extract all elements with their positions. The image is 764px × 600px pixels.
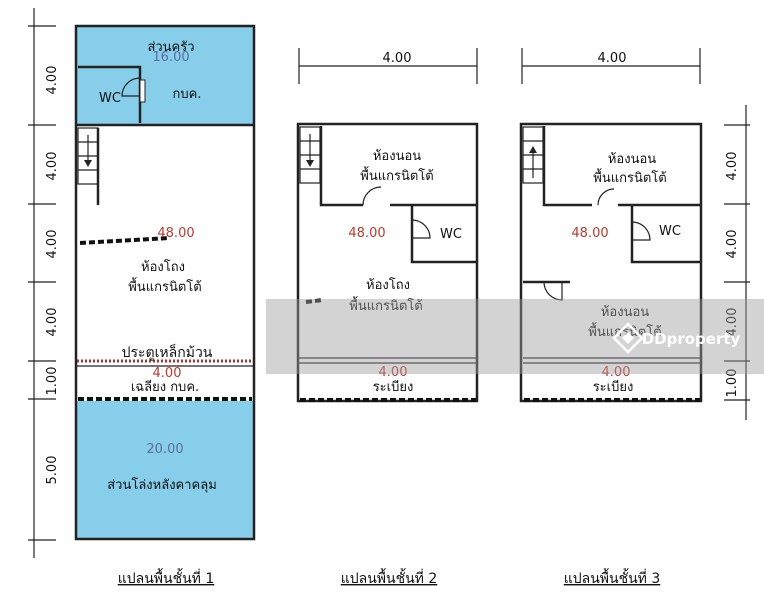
watermark-band xyxy=(266,299,764,374)
floor3-wc-label: WC xyxy=(659,224,681,239)
left-dim-5: 1.00 xyxy=(45,367,60,396)
floor1-back-area: 20.00 xyxy=(146,442,183,457)
left-dim-3: 4.00 xyxy=(45,230,60,259)
floor3-area: 48.00 xyxy=(571,226,608,241)
floor3-bedroom1-line1: ห้องนอน xyxy=(608,152,656,167)
floor1-caption: แปลนพื้นชั้นที่ 1 xyxy=(118,568,215,587)
floor1-kitchen-area: 16.00 xyxy=(152,50,189,65)
floor1-roller-door-label: ประตูเหล็กม้วน xyxy=(122,343,213,361)
floor2-balcony-width: 4.00 xyxy=(379,365,408,380)
floor3-caption: แปลนพื้นชั้นที่ 3 xyxy=(564,568,661,587)
floor3-plan: 4.00 ห้องนอน พื้นแกรนิตโต้ 48.00 WC ห้อง… xyxy=(519,48,703,587)
floor3-bedroom2-line1: ห้องนอน xyxy=(601,305,649,320)
floor1-main-area: 48.00 xyxy=(157,226,194,241)
right-dim-3: 4.00 xyxy=(725,308,740,337)
floor1-stairs-icon xyxy=(77,127,100,205)
floor1-closet-label: กบค. xyxy=(173,87,202,102)
floor1-kitchen-fill xyxy=(77,27,254,125)
right-dim-1: 4.00 xyxy=(725,152,740,181)
floor1-wc-label: WC xyxy=(99,91,121,106)
left-dim-1: 4.00 xyxy=(45,66,60,95)
watermark: DDproperty xyxy=(266,299,764,374)
floor1-back-label: ส่วนโล่งหลังคาคลุม xyxy=(107,477,217,493)
floor1-plan: ส่วนครัว 16.00 WC กบค. 48.00 ห้องโถง พื้… xyxy=(74,24,256,587)
floor3-width-dim: 4.00 xyxy=(598,51,627,66)
floor1-canopy-label: เฉลียง กบค. xyxy=(131,379,199,395)
ddproperty-logo-icon xyxy=(612,322,644,354)
floor2-bedroom-line1: ห้องนอน xyxy=(373,149,421,164)
floor3-stairs-icon xyxy=(522,126,544,184)
left-dim-4: 4.00 xyxy=(45,308,60,337)
floor1-main-room-line2: พื้นแกรนิตโต้ xyxy=(128,277,201,295)
floor3-bedroom2-line2: พื้นแกรนิตโต้ xyxy=(588,322,661,340)
left-dimension-line: 4.00 4.00 4.00 4.00 1.00 5.00 xyxy=(28,8,60,558)
floor2-width-dim: 4.00 xyxy=(383,51,412,66)
floor3-bedroom1-line2: พื้นแกรนิตโต้ xyxy=(593,168,666,186)
left-dim-2: 4.00 xyxy=(45,152,60,181)
right-dimension-line: 4.00 4.00 4.00 1.00 xyxy=(724,105,750,420)
floor2-bedroom-line2: พื้นแกรนิตโต้ xyxy=(360,166,433,184)
watermark-brand: DDproperty xyxy=(642,330,741,348)
floor1-main-room-line1: ห้องโถง xyxy=(141,259,185,275)
floor2-stairs-icon xyxy=(299,126,321,184)
floor2-balcony-label: ระเบียง xyxy=(373,379,414,395)
floor2-area: 48.00 xyxy=(348,226,385,241)
floor3-balcony-width: 4.00 xyxy=(602,365,631,380)
floor2-hall-line2: พื้นแกรนิตโต้ xyxy=(349,296,422,314)
floor2-plan: 4.00 ห้องนอน พื้นแกรนิตโต้ 48.00 WC ห้อง… xyxy=(296,48,479,587)
floor3-balcony-label: ระเบียง xyxy=(593,379,634,395)
floor1-kitchen-label: ส่วนครัว xyxy=(147,40,194,55)
right-dim-2: 4.00 xyxy=(725,230,740,259)
floor1-back-fill xyxy=(77,401,254,539)
right-dim-4: 1.00 xyxy=(725,369,740,398)
floor1-canopy-width: 4.00 xyxy=(153,366,182,381)
floor2-hall-line1: ห้องโถง xyxy=(366,277,410,293)
left-dim-6: 5.00 xyxy=(45,456,60,485)
floor2-caption: แปลนพื้นชั้นที่ 2 xyxy=(341,568,438,587)
floor2-wc-label: WC xyxy=(440,227,462,242)
